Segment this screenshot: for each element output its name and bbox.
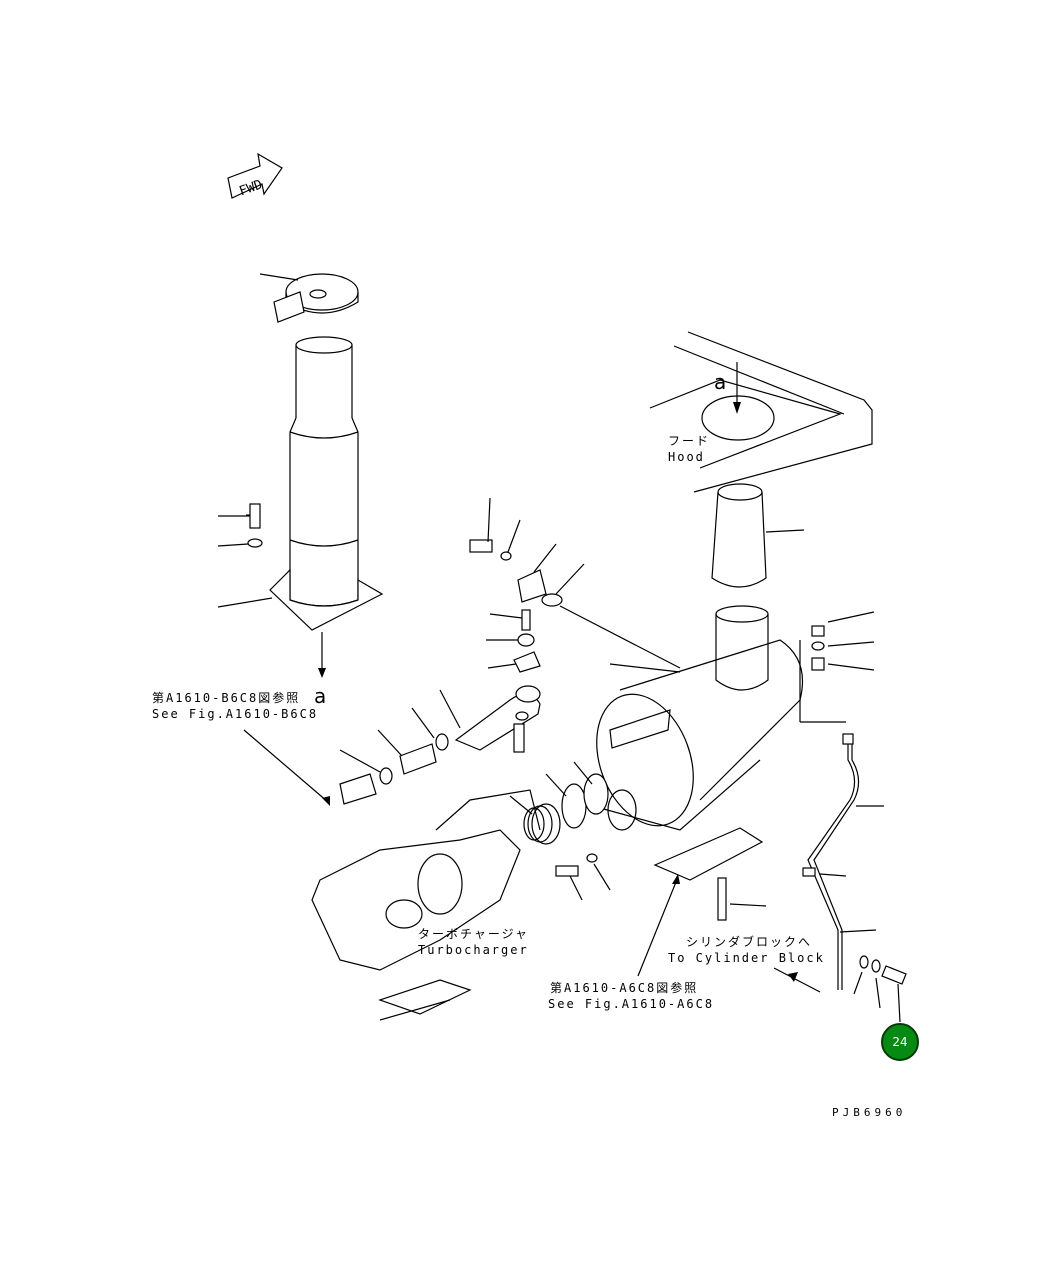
view-a-label-left: a [314, 684, 327, 708]
hose-clamps [243, 689, 461, 806]
ref-a-leader [637, 874, 680, 977]
ref-a-label-en: See Fig.A1610-A6C8 [548, 997, 715, 1011]
ref-b-label-jp: 第A1610-B6C8図参照 [152, 691, 301, 705]
muffler-bracket [653, 827, 767, 921]
hood-label-jp: フード [668, 434, 711, 448]
hood-frame [649, 331, 873, 493]
hood-pipe [711, 483, 805, 588]
exhaust-stack [217, 336, 384, 678]
part-callout-number: 24 [892, 1035, 908, 1049]
turbo-label-jp: ターボチャージャ [418, 927, 530, 941]
ref-b-label-en: See Fig.A1610-B6C8 [152, 707, 319, 721]
drawing-code: PJB6960 [832, 1106, 907, 1119]
ref-a-label-jp: 第A1610-A6C8図参照 [550, 981, 699, 995]
muffler [596, 605, 804, 831]
view-a-label-top: a [714, 370, 727, 394]
turbo-label-en: Turbocharger [418, 943, 529, 957]
cylinder-label-jp: シリンダブロックへ [686, 935, 813, 949]
fwd-arrow: FWD [227, 152, 283, 199]
elbow-assembly [454, 497, 681, 753]
turbocharger [311, 789, 541, 1021]
drain-tube [773, 611, 907, 1023]
bellows-gaskets [509, 761, 611, 901]
part-callout-badge[interactable]: 24 [881, 1023, 919, 1061]
hood-label-en: Hood [668, 450, 705, 464]
cylinder-label-en: To Cylinder Block [668, 951, 825, 965]
rain-cap [259, 273, 359, 323]
